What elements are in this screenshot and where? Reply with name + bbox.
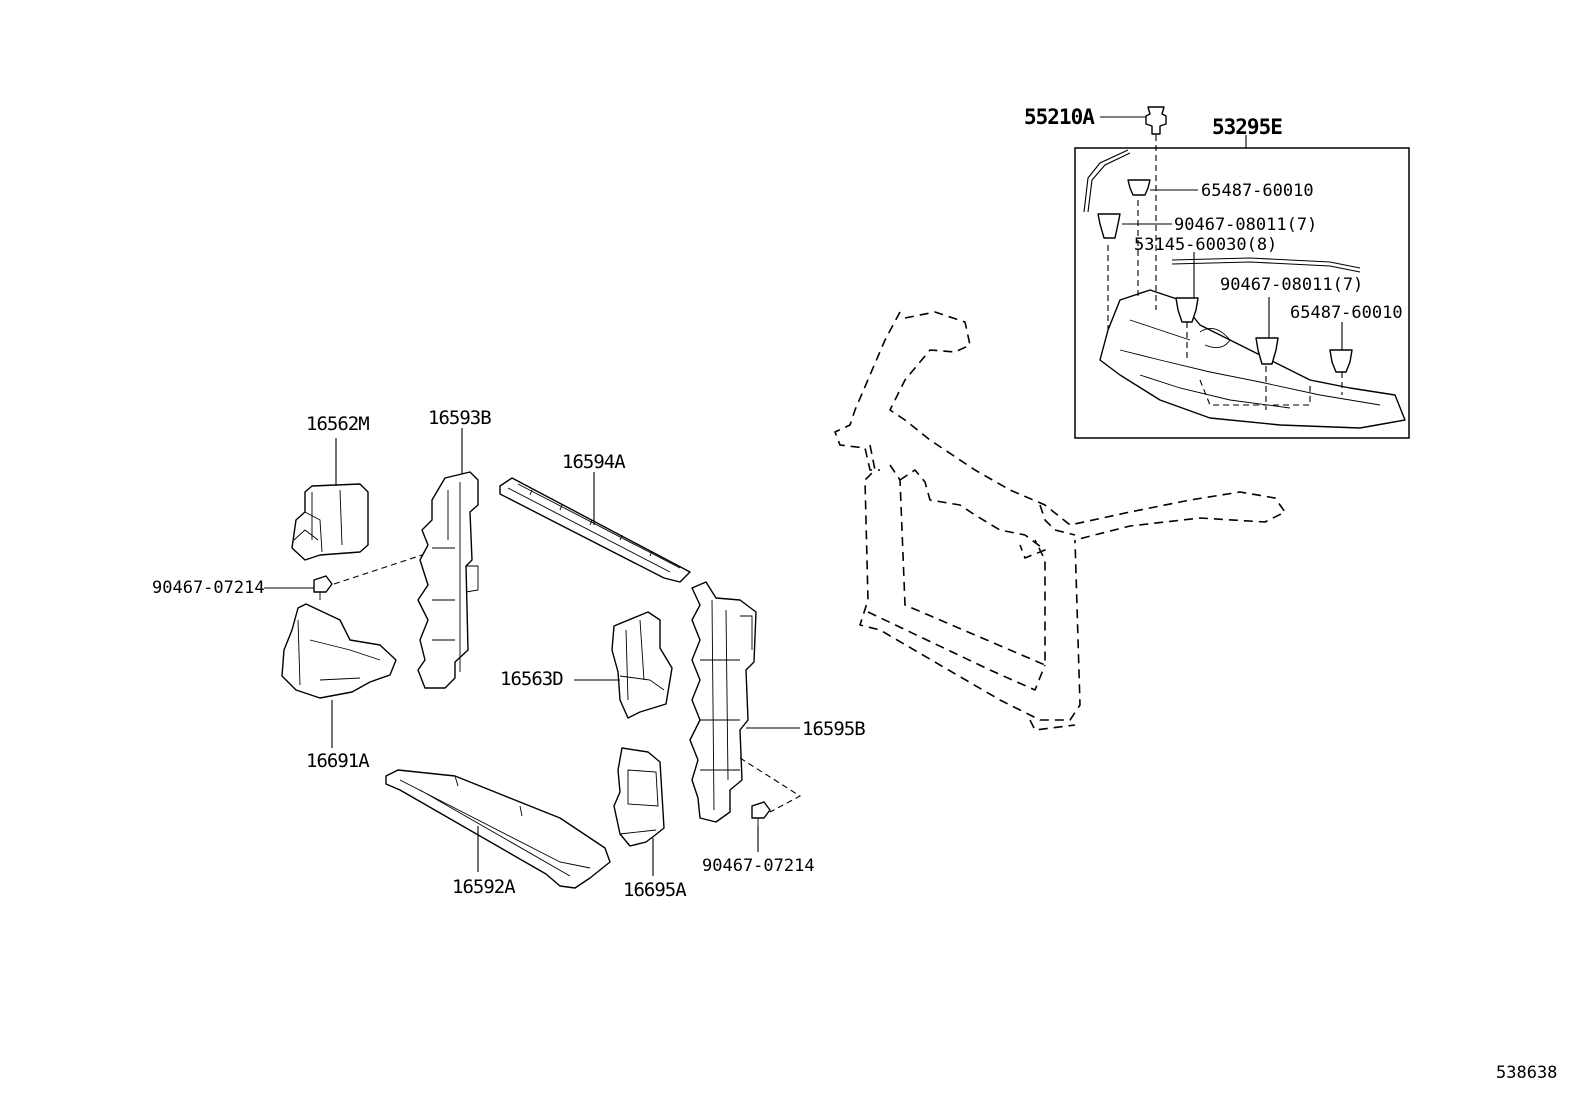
push-clip-icon [1127,179,1151,196]
radiator-support-phantom [834,311,1286,731]
label-16593B: 16593B [428,407,491,429]
push-clip-icon [1097,213,1121,239]
label-16691A: 16691A [306,750,370,772]
part-16695A [613,747,665,847]
part-16562M [291,483,369,561]
bolt-icon [313,575,333,600]
label-65487-60010-a: 65487-60010 [1201,181,1314,201]
label-53295E: 53295E [1212,115,1282,139]
push-clip-icon [1175,297,1199,323]
label-16563D: 16563D [500,668,563,690]
part-16594A [499,477,691,583]
part-16691A [281,603,397,699]
label-90467-08011-b: 90467-08011(7) [1220,275,1363,295]
part-16595B [689,581,757,823]
part-16563D [611,611,673,719]
label-90467-08011-a: 90467-08011(7) [1174,215,1317,235]
reference-number: 538638 [1496,1063,1557,1083]
label-55210A: 55210A [1024,105,1095,129]
label-16595B: 16595B [802,718,865,740]
bolt-icon [751,801,771,826]
push-clip-icon [1255,337,1279,365]
label-16592A: 16592A [452,876,516,898]
label-90467-07214-left: 90467-07214 [152,578,265,598]
label-90467-07214-right: 90467-07214 [702,856,815,876]
bolt-icon [1145,106,1167,135]
label-65487-60010-b: 65487-60010 [1290,303,1403,323]
label-53145-60030: 53145-60030(8) [1134,235,1277,255]
inset-box-53295E [1074,135,1410,439]
label-16562M: 16562M [306,413,369,435]
label-16594A: 16594A [562,451,626,473]
part-16593B [417,471,479,689]
label-16695A: 16695A [623,879,687,901]
part-16592A [385,769,611,889]
push-clip-icon [1329,349,1353,373]
